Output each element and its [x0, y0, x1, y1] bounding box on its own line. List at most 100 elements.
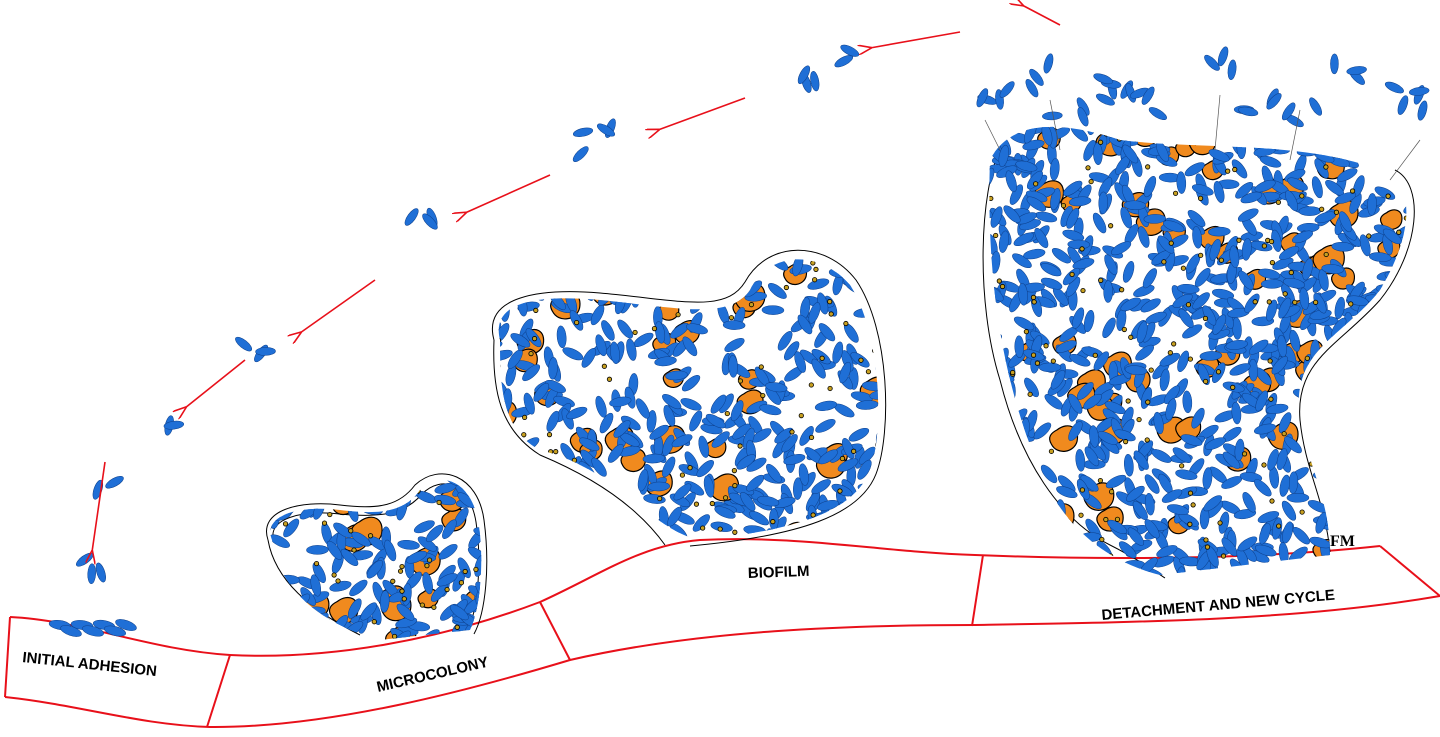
matrix-blob	[498, 486, 519, 516]
eps-particle	[819, 523, 825, 529]
bacterium-cell	[1133, 450, 1149, 470]
eps-particle	[1125, 398, 1131, 404]
bacterium-cell	[1341, 336, 1364, 349]
eps-particle	[1404, 366, 1407, 372]
stage-divider-2	[539, 601, 571, 661]
eps-particle	[1050, 358, 1056, 364]
bacterium-cell	[1237, 208, 1259, 222]
bacterium-cell	[539, 493, 549, 517]
matrix-blob	[1406, 287, 1407, 312]
bacterium-cell	[270, 594, 280, 615]
substrate-left-end	[4, 616, 11, 698]
bacterium-cell	[533, 502, 557, 513]
eps-particle	[528, 351, 534, 357]
bacterium-cell	[513, 529, 530, 540]
eps-particle	[1187, 356, 1193, 362]
bacterium-cell	[989, 360, 992, 372]
eps-particle	[748, 302, 755, 308]
bacterium-cell	[1055, 340, 1077, 353]
bacterium-cell	[1253, 146, 1276, 157]
bacterium-cell	[818, 449, 838, 465]
eps-particle	[1023, 329, 1029, 335]
eps-particle	[582, 274, 588, 280]
bacterium-cell	[1379, 494, 1392, 517]
bacterium-cell	[999, 81, 1015, 98]
eps-particle	[321, 520, 328, 526]
bacterium-cell	[1330, 398, 1343, 420]
eps-particle	[1364, 455, 1370, 461]
bacterium-cell	[516, 270, 539, 281]
bacterium-cell	[611, 267, 624, 289]
eps-particle	[651, 326, 658, 332]
bacterium-cell	[498, 491, 505, 514]
eps-particle	[569, 463, 575, 469]
bacterium-cell	[1253, 423, 1276, 435]
bacterium-cell	[1103, 280, 1113, 303]
eps-particle	[350, 489, 356, 495]
bacterium-cell	[1393, 452, 1405, 474]
eps-particle	[1336, 553, 1342, 559]
eps-particle	[1411, 467, 1415, 471]
bacterium-cell	[1267, 127, 1290, 139]
bacterium-cell	[559, 523, 570, 540]
bacterium-cell	[687, 268, 706, 285]
bacterium-cell	[1185, 126, 1199, 144]
bacterium-cell	[610, 341, 620, 364]
fm-label: FM	[1330, 533, 1355, 550]
eps-particle	[1123, 439, 1129, 445]
bacterium-cell	[746, 400, 768, 414]
eps-particle	[993, 232, 999, 239]
bacterium-cell	[989, 428, 1005, 439]
bacterium-cell	[1382, 228, 1402, 245]
arrow-3	[658, 97, 746, 130]
bacterium-cell	[967, 450, 987, 473]
bacterium-cell	[1184, 162, 1205, 177]
bacterium-cell	[598, 259, 611, 263]
stage-label-initial-adhesion: INITIAL ADHESION	[22, 649, 158, 680]
bacterium-cell	[1405, 405, 1407, 428]
bacterium-cell	[604, 285, 625, 300]
eps-particle	[1400, 344, 1406, 350]
bacterium-cell	[563, 475, 581, 493]
bacterium-cell	[595, 334, 607, 357]
eps-particle	[1323, 463, 1330, 469]
matrix-blob	[1398, 563, 1407, 575]
eps-particle	[1119, 287, 1125, 293]
eps-particle	[732, 483, 738, 489]
eps-particle	[1167, 350, 1173, 356]
bacterium-cell	[992, 126, 1002, 131]
matrix-blob	[1011, 126, 1036, 130]
eps-particle	[1315, 364, 1321, 370]
bacterium-cell	[1151, 449, 1172, 463]
bacterium-cell	[1410, 253, 1433, 265]
matrix-blob	[1416, 399, 1436, 418]
eps-particle	[1030, 294, 1037, 300]
bacterium-cell	[662, 434, 675, 457]
eps-particle	[371, 619, 377, 625]
bacterium-cell	[1343, 337, 1366, 348]
bacterium-cell	[1383, 327, 1396, 349]
bacterium-cell	[1357, 327, 1368, 350]
bacterium-cell	[498, 339, 503, 350]
bacterium-cell	[1259, 155, 1282, 168]
eps-particle	[687, 465, 693, 471]
bacterium-cell	[1367, 193, 1377, 216]
bacterium-cell	[270, 609, 273, 623]
eps-particle	[1261, 462, 1267, 468]
cycle-arrows	[92, 5, 1061, 552]
eps-particle	[1036, 533, 1043, 540]
matrix-blob	[882, 425, 910, 451]
eps-particle	[1342, 126, 1349, 128]
bacterium-cell	[1161, 489, 1183, 503]
bacterium-cell	[1077, 107, 1089, 127]
eps-particle	[1048, 448, 1055, 454]
bacterium-cell	[1133, 284, 1155, 297]
bacterium-cell	[1320, 383, 1343, 394]
bacterium-cell	[1367, 553, 1390, 565]
eps-particle	[837, 488, 843, 494]
eps-particle	[1276, 523, 1282, 529]
bacterium-cell	[590, 484, 600, 508]
bacterium-cell	[1126, 485, 1145, 502]
bacterium-cell	[498, 508, 507, 526]
bacterium-cell	[1401, 280, 1407, 301]
